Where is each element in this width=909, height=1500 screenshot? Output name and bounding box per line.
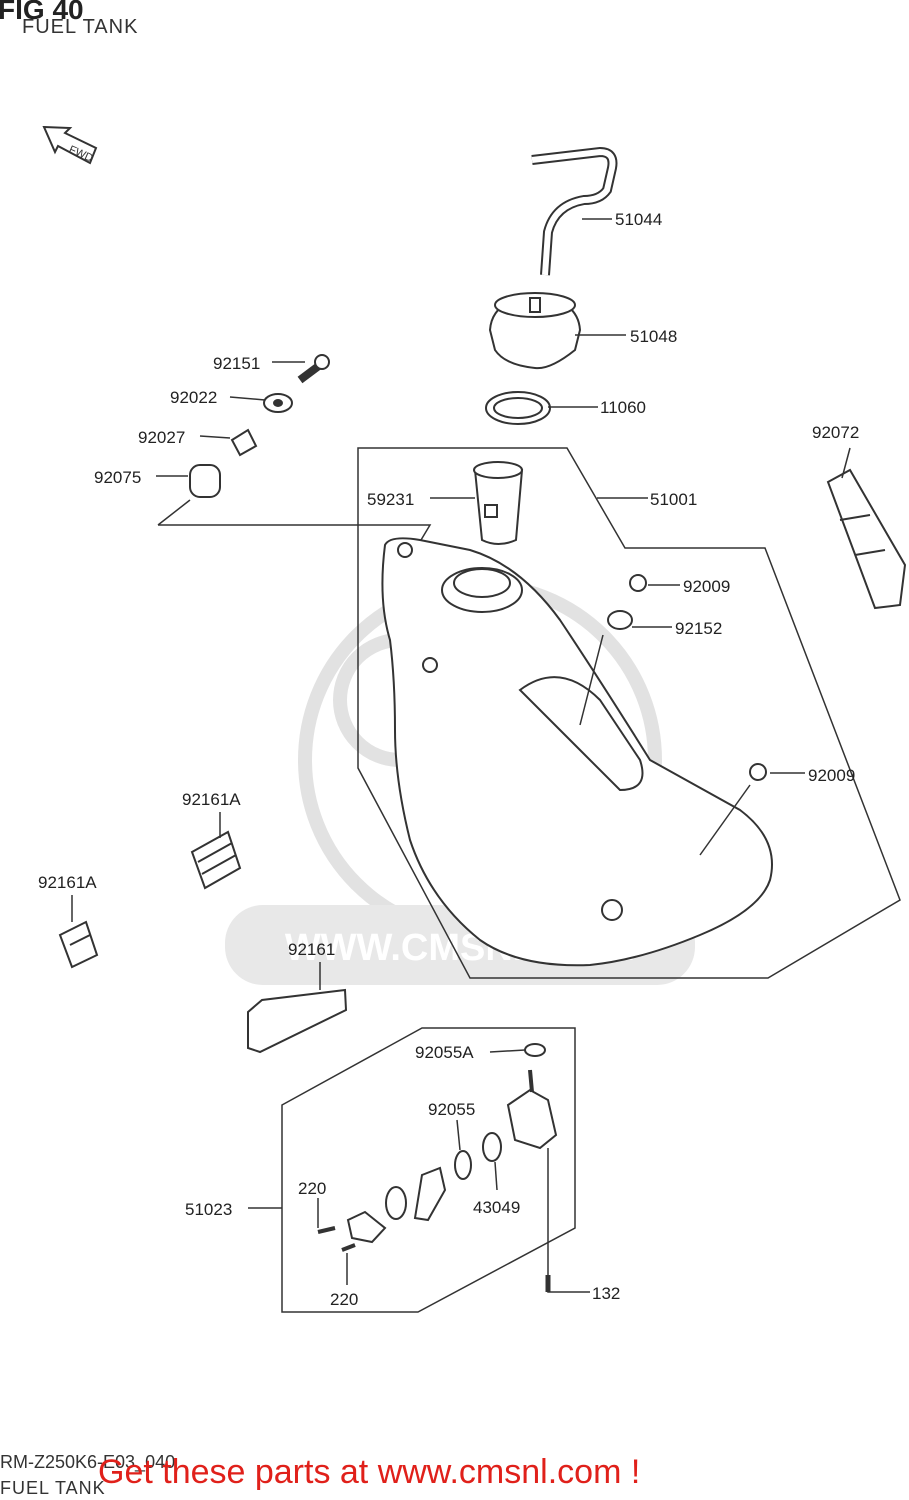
label-92022: 92022 xyxy=(170,388,217,407)
label-92152: 92152 xyxy=(675,619,722,638)
label-11060: 11060 xyxy=(600,398,646,417)
label-51044: 51044 xyxy=(615,210,662,229)
label-92075: 92075 xyxy=(94,468,141,487)
promo-link-text[interactable]: Get these parts at www.cmsnl.com ! xyxy=(98,1453,641,1491)
label-92009-top: 92009 xyxy=(683,577,730,596)
label-51001: 51001 xyxy=(650,490,697,509)
label-92161A-upper: 92161A xyxy=(182,790,241,809)
label-220-lower: 220 xyxy=(330,1290,358,1309)
plug-92009-side xyxy=(749,763,767,781)
cock-filter xyxy=(413,1166,447,1222)
fwd-arrow-icon: FWD xyxy=(42,125,98,165)
label-92009-side: 92009 xyxy=(808,766,855,785)
screw-220-lower xyxy=(341,1243,356,1252)
label-92055: 92055 xyxy=(428,1100,475,1119)
screw-220-upper xyxy=(317,1226,336,1234)
label-92151: 92151 xyxy=(213,354,260,373)
fuel-filter xyxy=(473,469,524,545)
pad-92161 xyxy=(247,988,348,1054)
label-43049: 43049 xyxy=(473,1198,520,1217)
pad-92161A-upper xyxy=(190,830,242,890)
damper-92075 xyxy=(189,464,221,498)
tank-frame-outline xyxy=(357,447,901,979)
strap-92072 xyxy=(826,468,907,610)
fuel-cock xyxy=(506,1088,558,1150)
label-92161: 92161 xyxy=(288,940,335,959)
collar-92027 xyxy=(230,428,258,457)
fuel-tank xyxy=(381,537,773,967)
oring-small xyxy=(385,1186,407,1220)
figure-subtitle: FUEL TANK xyxy=(22,16,139,38)
oring-92055A xyxy=(524,1043,546,1057)
figure-title: FIG 40 xyxy=(0,0,84,25)
label-51023: 51023 xyxy=(185,1200,232,1219)
cap-gasket xyxy=(485,391,551,425)
plug-92009-top xyxy=(629,574,647,592)
fuel-cock-frame xyxy=(281,1027,576,1313)
label-92027: 92027 xyxy=(138,428,185,447)
label-59231: 59231 xyxy=(367,490,414,509)
footer-figure-code: RM-Z250K6-E03_040 xyxy=(0,1452,176,1472)
label-220-upper: 220 xyxy=(298,1179,326,1198)
gasket-43049 xyxy=(482,1132,502,1162)
pad-92161A-lower xyxy=(58,920,99,969)
plate-220 xyxy=(346,1210,387,1244)
footer-figure-name: FUEL TANK xyxy=(0,1478,106,1498)
label-92055A: 92055A xyxy=(415,1043,474,1062)
label-132: 132 xyxy=(592,1284,620,1303)
label-92161A-lower: 92161A xyxy=(38,873,97,892)
label-92072: 92072 xyxy=(812,423,859,442)
label-51048: 51048 xyxy=(630,327,677,346)
grommet-92152 xyxy=(607,610,633,630)
oring-92055 xyxy=(454,1150,472,1180)
